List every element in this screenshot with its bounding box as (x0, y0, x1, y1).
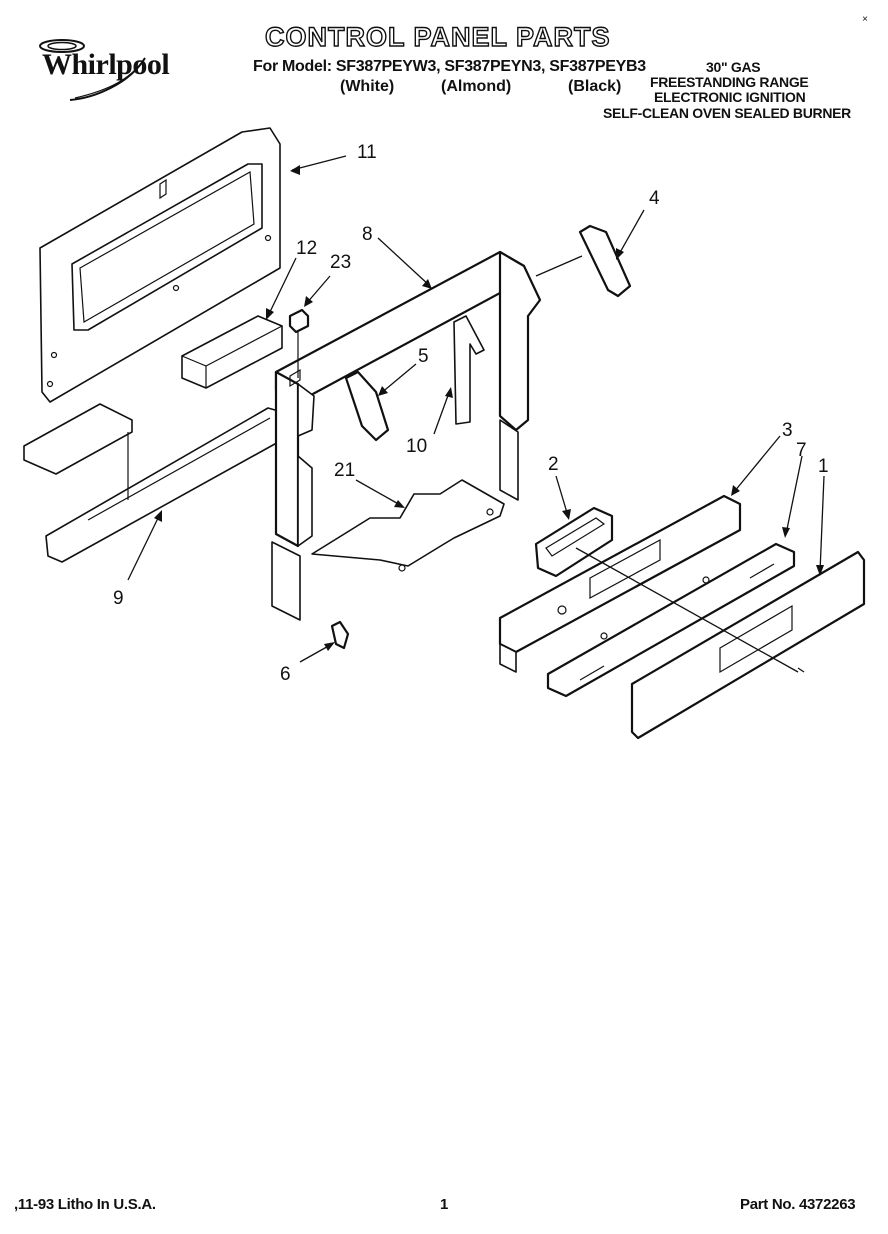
callout-7: 7 (796, 440, 807, 461)
callout-12: 12 (296, 238, 318, 259)
footer-part-number: Part No. 4372263 (740, 1196, 856, 1213)
part-12-filler (181, 315, 283, 389)
color-almond: (Almond) (441, 78, 512, 95)
callout-10: 10 (406, 436, 428, 457)
part-5-end-cap (344, 370, 390, 442)
part-3-control-housing (498, 494, 742, 673)
callout-2: 2 (548, 454, 559, 475)
callout-5: 5 (418, 346, 429, 367)
part-7-trim-channel (546, 542, 796, 698)
footer-litho: ,11-93 Litho In U.S.A. (14, 1196, 156, 1213)
spec-line-3: ELECTRONIC IGNITION (654, 89, 806, 105)
brand-name: Whirlpool (42, 48, 170, 81)
part-6-small-bracket (330, 620, 350, 650)
page-title: CONTROL PANEL PARTS (264, 21, 611, 52)
callout-1: 1 (818, 456, 829, 477)
spec-line-1: 30" GAS (706, 59, 761, 75)
footer-page-number: 1 (440, 1196, 449, 1213)
whirlpool-logo: Whirlpool (20, 28, 180, 108)
callout-4: 4 (649, 188, 660, 209)
part-4-end-cap-right (535, 224, 632, 298)
part-1-panel-overlay (630, 550, 866, 740)
color-white: (White) (340, 78, 395, 95)
part-23-clip (288, 308, 310, 378)
part-11-rear-shield (39, 127, 281, 403)
callout-23: 23 (330, 252, 352, 273)
part-10-bracket (453, 315, 485, 425)
callout-leaders (127, 155, 825, 673)
callout-3: 3 (782, 420, 793, 441)
callout-8: 8 (362, 224, 373, 245)
color-black: (Black) (568, 78, 622, 95)
callout-9: 9 (113, 588, 124, 609)
part-2-electronic-control (534, 506, 614, 578)
logo-swirl-icon (39, 39, 146, 101)
part-9-vent-channel (23, 403, 283, 563)
models-line: For Model: SF387PEYW3, SF387PEYN3, SF387… (253, 58, 646, 75)
corner-mark: × (862, 14, 868, 25)
spec-line-4: SELF-CLEAN OVEN SEALED BURNER (603, 105, 851, 121)
callout-6: 6 (280, 664, 291, 685)
callout-21: 21 (334, 460, 356, 481)
spec-line-2: FREESTANDING RANGE (650, 74, 809, 90)
part-21-heat-shield (311, 479, 505, 572)
callout-11: 11 (357, 142, 377, 163)
part-8-console-frame (271, 250, 542, 621)
